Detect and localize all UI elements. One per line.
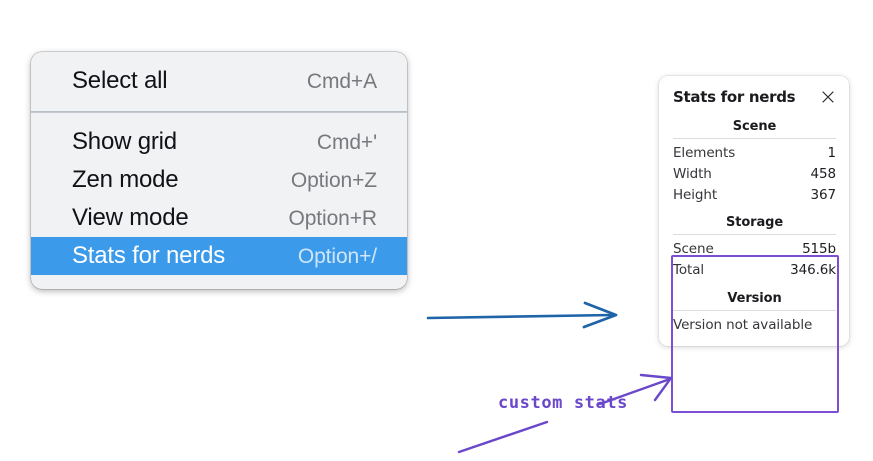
section-title-version: Version	[727, 291, 782, 306]
menu-item-label: Select all	[72, 67, 168, 94]
menu-separator	[31, 111, 407, 113]
menu-item-label: View mode	[72, 204, 189, 231]
stat-label: Width	[673, 165, 712, 182]
stats-section-scene: Scene Elements 1 Width 458 Height 367	[659, 117, 849, 205]
menu-item-shortcut: Cmd+'	[316, 130, 377, 154]
stat-value: 346.6k	[790, 261, 836, 278]
stat-label: Total	[673, 261, 705, 278]
stats-section-version: Version Version not available	[659, 280, 849, 334]
menu-item-shortcut: Option+R	[288, 206, 377, 230]
context-menu[interactable]: Select all Cmd+A Show grid Cmd+' Zen mod…	[31, 52, 407, 289]
annotation-caption: custom stats	[498, 393, 629, 413]
menu-item-label: Show grid	[72, 128, 177, 155]
stat-value: 458	[810, 165, 837, 182]
menu-item-label: Stats for nerds	[72, 242, 226, 269]
blue-arrow	[426, 301, 618, 329]
section-title-scene: Scene	[732, 119, 777, 134]
menu-item-shortcut: Option+Z	[290, 168, 377, 192]
menu-item-stats-for-nerds[interactable]: Stats for nerds Option+/	[31, 237, 407, 275]
stat-value: 367	[810, 186, 837, 203]
section-divider	[673, 138, 836, 139]
menu-item-view-mode[interactable]: View mode Option+R	[31, 199, 407, 237]
stats-panel-header: Stats for nerds	[659, 88, 849, 106]
stats-section-storage: Storage Scene 515b Total 346.6k	[659, 205, 849, 280]
menu-group-2: Show grid Cmd+' Zen mode Option+Z View m…	[31, 113, 407, 289]
section-title-storage: Storage	[725, 215, 784, 230]
menu-item-shortcut: Option+/	[297, 244, 377, 268]
purple-underline-stroke	[457, 420, 549, 454]
section-divider	[673, 310, 836, 311]
stats-for-nerds-panel[interactable]: Stats for nerds Scene Elements 1 Width 4…	[659, 76, 849, 413]
stats-panel-title: Stats for nerds	[673, 88, 796, 106]
menu-item-zen-mode[interactable]: Zen mode Option+Z	[31, 161, 407, 199]
stat-value: 1	[827, 144, 837, 161]
menu-item-select-all[interactable]: Select all Cmd+A	[31, 62, 407, 100]
version-not-available-text: Version not available	[673, 317, 813, 333]
menu-group-1: Select all Cmd+A	[31, 52, 407, 111]
stat-label: Scene	[673, 240, 714, 257]
stat-row-scene-storage: Scene 515b	[673, 238, 836, 259]
stat-label: Height	[673, 186, 718, 203]
stat-label: Elements	[673, 144, 736, 161]
menu-item-shortcut: Cmd+A	[306, 69, 377, 93]
menu-item-label: Zen mode	[72, 166, 179, 193]
stat-row-width: Width 458	[673, 163, 836, 184]
stat-row-height: Height 367	[673, 184, 836, 205]
stat-row-elements: Elements 1	[673, 142, 836, 163]
menu-item-show-grid[interactable]: Show grid Cmd+'	[31, 123, 407, 161]
close-icon[interactable]	[820, 89, 836, 105]
stat-value: 515b	[802, 240, 836, 257]
stat-row-total-storage: Total 346.6k	[673, 259, 836, 280]
section-divider	[673, 234, 836, 235]
